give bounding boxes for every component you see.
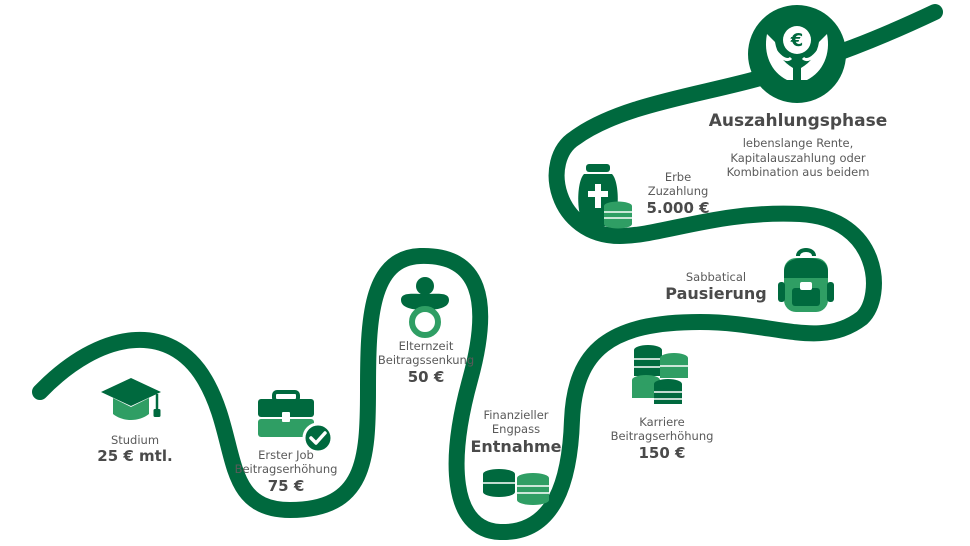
- auszahlung-line2: Kapitalauszahlung oder: [730, 150, 866, 165]
- label-engpass: Finanzieller Engpass Entnahme: [456, 408, 576, 457]
- label-auszahlung: Auszahlungsphase lebenslange Rente, Kapi…: [704, 111, 892, 179]
- engpass-value: Entnahme: [470, 436, 562, 456]
- sabbatical-label: Sabbatical: [685, 270, 747, 284]
- engpass-label2: Engpass: [491, 422, 541, 437]
- coin-stacks-many-icon: [632, 345, 688, 404]
- briefcase-check-icon: [258, 390, 334, 454]
- pacifier-icon: [401, 277, 449, 338]
- label-elternzeit: Elternzeit Beitragssenkung 50 €: [367, 339, 485, 387]
- sabbatical-value: Pausierung: [665, 284, 767, 304]
- erbe-label2: Zuzahlung: [647, 184, 709, 199]
- hands-euro-icon: €: [748, 5, 846, 103]
- label-erbe: Erbe Zuzahlung 5.000 €: [630, 170, 726, 218]
- elternzeit-label2: Beitragssenkung: [377, 353, 475, 368]
- label-erster-job: Erster Job Beitragserhöhung 75 €: [224, 448, 348, 496]
- backpack-icon: [778, 248, 834, 312]
- label-sabbatical: Sabbatical Pausierung: [658, 270, 774, 304]
- erster-job-value: 75 €: [267, 476, 305, 495]
- label-karriere: Karriere Beitragserhöhung 150 €: [602, 415, 722, 463]
- euro-symbol: €: [790, 30, 804, 51]
- erbe-value: 5.000 €: [646, 198, 710, 217]
- auszahlung-title: Auszahlungsphase: [708, 111, 888, 131]
- erster-job-label2: Beitragserhöhung: [234, 462, 338, 477]
- auszahlung-line3: Kombination aus beidem: [726, 165, 870, 179]
- graduation-cap-icon: [101, 378, 161, 420]
- elternzeit-value: 50 €: [407, 367, 445, 386]
- erster-job-label1: Erster Job: [258, 448, 314, 462]
- coin-stacks-icon: [483, 469, 549, 505]
- karriere-label2: Beitragserhöhung: [610, 429, 714, 444]
- engpass-label1: Finanzieller: [483, 408, 549, 422]
- label-studium: Studium 25 € mtl.: [75, 433, 195, 466]
- elternzeit-label1: Elternzeit: [398, 339, 454, 353]
- karriere-value: 150 €: [638, 443, 686, 462]
- erbe-label1: Erbe: [664, 170, 692, 184]
- studium-value: 25 € mtl.: [97, 447, 173, 466]
- karriere-label1: Karriere: [639, 415, 685, 429]
- auszahlung-line1: lebenslange Rente,: [742, 136, 854, 151]
- life-path: [32, 4, 943, 541]
- urn-coins-icon: [578, 164, 632, 229]
- studium-label: Studium: [110, 433, 160, 447]
